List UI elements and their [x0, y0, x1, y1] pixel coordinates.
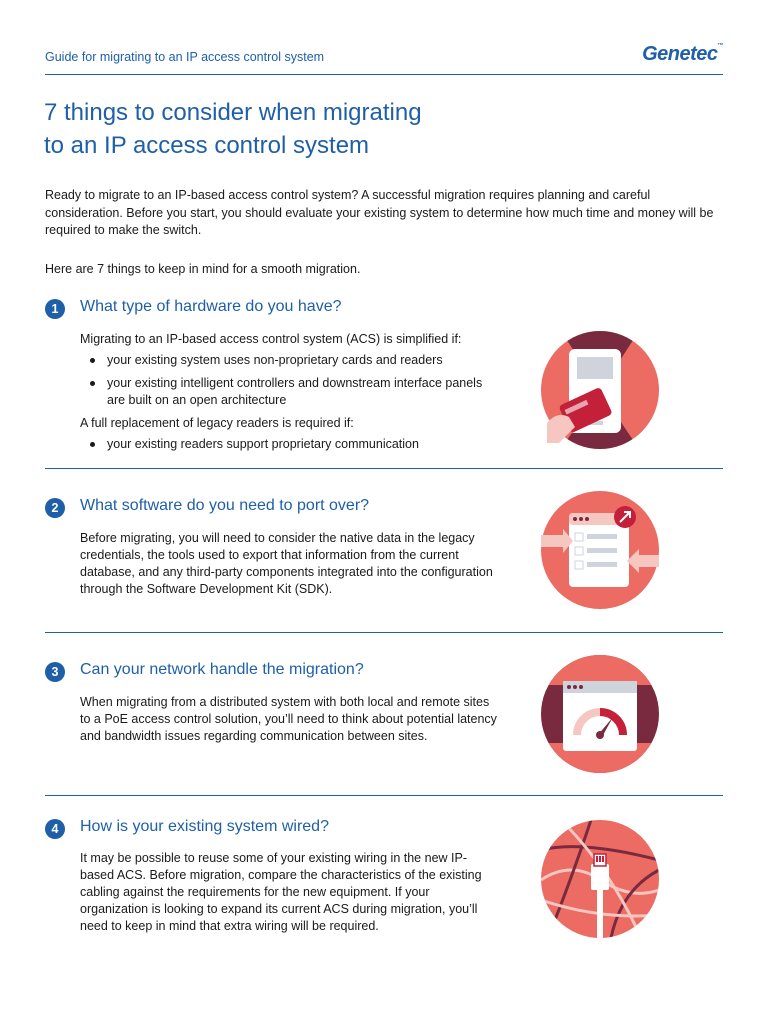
bullet-list-2: your existing readers support proprietar…	[80, 436, 500, 453]
page-title-line-1: 7 things to consider when migrating	[44, 99, 422, 126]
section-number-badge: 2	[45, 498, 65, 518]
section-body: When migrating from a distributed system…	[80, 694, 500, 745]
bullet-item: your existing system uses non-proprietar…	[80, 352, 500, 369]
network-cable-icon	[541, 820, 659, 938]
bullet-item: your existing readers support proprietar…	[80, 436, 500, 453]
section-heading: What type of hardware do you have?	[80, 298, 342, 315]
bullet-item: your existing intelligent controllers an…	[80, 375, 500, 409]
section-heading: What software do you need to port over?	[80, 497, 370, 514]
section-divider	[45, 468, 723, 469]
section-heading: How is your existing system wired?	[80, 818, 329, 835]
page-title: 7 things to consider when migrating to a…	[44, 96, 604, 162]
section-text: When migrating from a distributed system…	[80, 695, 497, 743]
section-body: It may be possible to reuse some of your…	[80, 850, 500, 935]
section-heading: Can your network handle the migration?	[80, 661, 364, 678]
section-lead: Migrating to an IP-based access control …	[80, 332, 462, 346]
section-divider	[45, 632, 723, 633]
section-divider	[45, 795, 723, 796]
page-header: Guide for migrating to an IP access cont…	[45, 43, 723, 75]
intro-paragraph: Ready to migrate to an IP-based access c…	[45, 188, 714, 237]
section-body: Migrating to an IP-based access control …	[80, 331, 500, 459]
card-reader-icon	[541, 331, 659, 449]
genetec-logo: Genetec™	[642, 43, 723, 66]
section-number-badge: 3	[45, 662, 65, 682]
logo-text: Genetec	[642, 43, 718, 65]
section-text: Before migrating, you will need to consi…	[80, 531, 493, 596]
section-number-badge: 4	[45, 819, 65, 839]
page-title-line-2: to an IP access control system	[44, 132, 370, 159]
intro-summary: Here are 7 things to keep in mind for a …	[45, 262, 361, 276]
bandwidth-gauge-icon	[541, 655, 659, 773]
section-text: It may be possible to reuse some of your…	[80, 851, 482, 933]
bullet-list: your existing system uses non-proprietar…	[80, 352, 500, 409]
section-body: Before migrating, you will need to consi…	[80, 530, 500, 598]
section-number-badge: 1	[45, 299, 65, 319]
header-title: Guide for migrating to an IP access cont…	[45, 50, 325, 64]
logo-tm: ™	[717, 43, 724, 49]
section-lead-2: A full replacement of legacy readers is …	[80, 416, 354, 430]
software-window-icon	[541, 491, 659, 609]
